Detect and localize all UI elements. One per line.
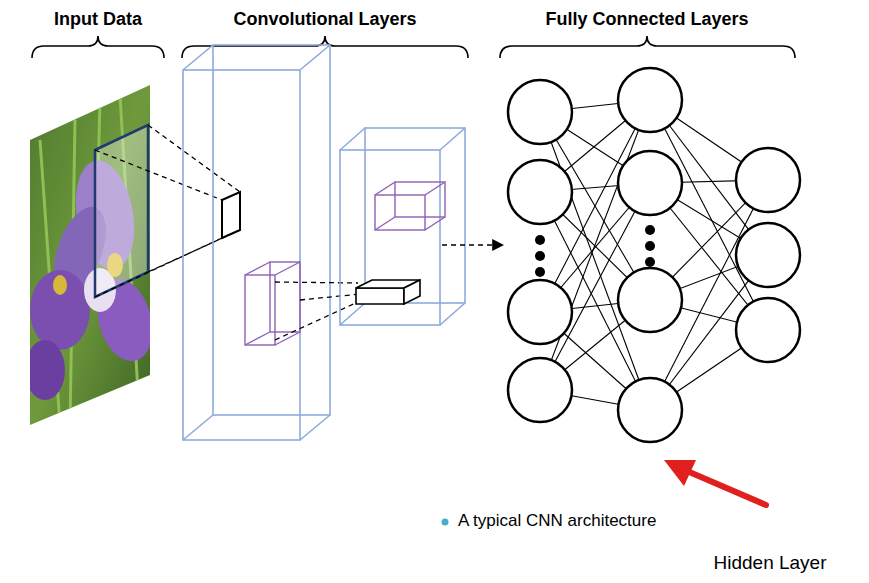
bullet [442, 519, 449, 526]
brace [32, 36, 795, 58]
callout-label: Hidden Layer [713, 552, 826, 574]
projection-line [95, 125, 240, 297]
filter-cube [375, 182, 445, 230]
feature-map [340, 128, 465, 325]
weight-line [540, 100, 768, 410]
flower-photo [25, 85, 161, 425]
ellipsis-dots [535, 225, 655, 277]
section-heading: Convolutional Layers [233, 9, 416, 30]
flatten-arrow [442, 244, 503, 246]
caption-text: A typical CNN architecture [458, 511, 656, 531]
pointer-arrow [664, 460, 766, 505]
kernel-box [222, 192, 240, 238]
receptive-field [95, 125, 148, 297]
kernel-box [356, 280, 420, 304]
section-heading: Fully Connected Layers [545, 9, 748, 30]
neuron [508, 68, 800, 442]
feature-map [183, 45, 330, 440]
projection-line [275, 282, 420, 340]
section-heading: Input Data [54, 9, 142, 30]
